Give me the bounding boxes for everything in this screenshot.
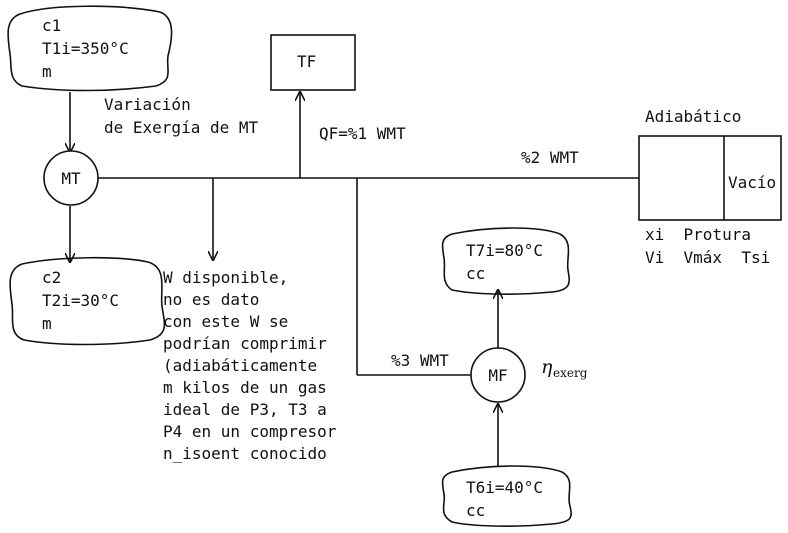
blob-c1-line-2: m (42, 62, 52, 81)
tf-box: TF (270, 34, 356, 91)
tank-props-row-2: Vi Vmáx Tsi (645, 248, 770, 267)
blob-c2: c2 T2i=30°C m (9, 256, 166, 346)
blob-t7-line-0: T7i=80°C (466, 241, 543, 260)
w-note-line-5: m kilos de un gas (163, 378, 327, 397)
w-note-line-8: n_isoent conocido (163, 444, 327, 463)
w-note-line-7: P4 en un compresor (163, 422, 337, 441)
tank-rect (638, 135, 782, 221)
qf-label: QF=%1 WMT (319, 124, 406, 143)
blob-c1-outline (7, 5, 173, 92)
w-note-line-4: (adiabáticamente (163, 356, 317, 375)
mt-node: MT (43, 150, 99, 206)
blob-t6-outline (441, 465, 572, 527)
eta-exerg-label: η exerg (541, 356, 588, 380)
blob-c2-line-2: m (42, 314, 52, 333)
w-note-line-3: podrían comprimir (163, 334, 327, 353)
blob-c2-outline (9, 256, 166, 346)
adiabatic-tank: Adiabático Vacío xi Protura Vi Vmáx Tsi (638, 107, 782, 267)
blob-c1: c1 T1i=350°C m (7, 5, 173, 92)
mt-circle (43, 150, 99, 206)
blob-t6-line-0: T6i=40°C (466, 478, 543, 497)
eta-symbol: η (541, 356, 553, 378)
tf-rect (270, 34, 356, 91)
w-note-line-6: ideal de P3, T3 a (163, 400, 327, 419)
pct3-label: %3 WMT (391, 351, 449, 370)
mf-label: MF (488, 366, 507, 385)
w-note: W disponible, no es dato con este W se p… (163, 268, 337, 463)
connections (70, 92, 639, 466)
blob-t6-line-1: cc (466, 501, 485, 520)
w-note-line-0: W disponible, (163, 268, 288, 287)
vacio-label: Vacío (728, 173, 776, 192)
adiabatico-label: Adiabático (645, 107, 741, 126)
blob-t7-line-1: cc (466, 264, 485, 283)
blob-c2-line-0: c2 (42, 268, 61, 287)
blob-t6: T6i=40°C cc (441, 465, 572, 527)
variacion-line-1: de Exergía de MT (104, 118, 258, 137)
blob-c1-line-0: c1 (42, 16, 61, 35)
w-note-line-1: no es dato (163, 290, 259, 309)
mf-circle (470, 347, 526, 403)
w-note-line-2: con este W se (163, 312, 288, 331)
mt-label: MT (61, 169, 81, 188)
blob-t7: T7i=80°C cc (441, 227, 570, 295)
blob-c2-line-1: T2i=30°C (42, 291, 119, 310)
pct2-label: %2 WMT (521, 148, 579, 167)
variacion-line-0: Variación (104, 95, 191, 114)
tank-props-row-1: xi Protura (645, 225, 751, 244)
blob-t7-outline (441, 227, 570, 295)
tf-label: TF (297, 52, 316, 71)
blob-c1-line-1: T1i=350°C (42, 39, 129, 58)
eta-subscript: exerg (553, 366, 588, 380)
mf-node: MF (470, 347, 526, 403)
